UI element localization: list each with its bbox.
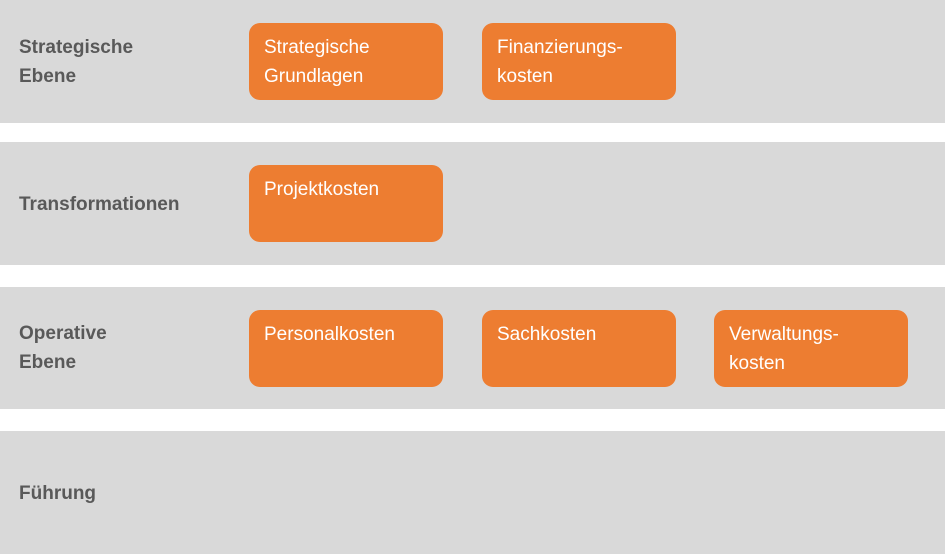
box-personalkosten[interactable]: Personalkosten <box>249 310 443 387</box>
band-transformationen: Transformationen Projektkosten <box>0 142 945 265</box>
box-strategische-grundlagen[interactable]: Strategische Grundlagen <box>249 23 443 100</box>
band-label-strategische-ebene: Strategische Ebene <box>19 37 134 87</box>
band-operative-ebene: Operative Ebene Personalkosten Sachkoste… <box>0 287 945 409</box>
band-label-transformationen: Transformationen <box>19 194 180 215</box>
box-projektkosten[interactable]: Projektkosten <box>249 165 443 242</box>
band-fuehrung: Führung <box>0 431 945 554</box>
box-finanzierungskosten[interactable]: Finanzierungs- kosten <box>482 23 676 100</box>
band-label-operative-ebene: Operative Ebene <box>19 323 107 373</box>
box-verwaltungskosten[interactable]: Verwaltungs- kosten <box>714 310 908 387</box>
band-label-fuehrung: Führung <box>19 483 97 504</box>
box-sachkosten[interactable]: Sachkosten <box>482 310 676 387</box>
band-strategische-ebene: Strategische Ebene Strategische Grundlag… <box>0 0 945 123</box>
